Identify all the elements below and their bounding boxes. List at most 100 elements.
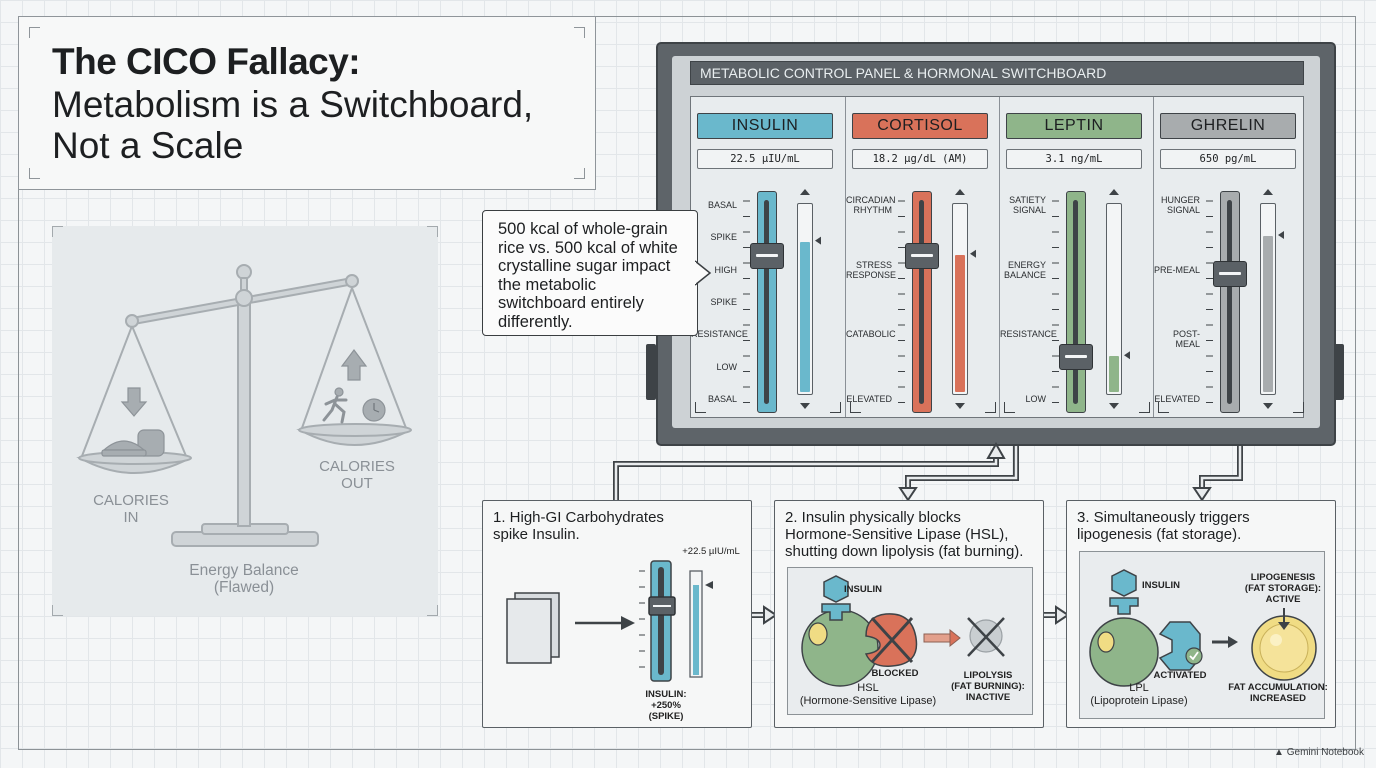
tick-label: SATIETY SIGNAL bbox=[1009, 195, 1046, 215]
step-1-heading: 1. High-GI Carbohydrates spike Insulin. bbox=[493, 509, 664, 543]
hormone-level-meter bbox=[797, 203, 813, 395]
meter-arrows-icon bbox=[1109, 189, 1130, 409]
adipocyte-cell-icon bbox=[1089, 617, 1159, 687]
hormone-level-meter bbox=[1106, 203, 1122, 395]
hormone-name: INSULIN bbox=[697, 113, 833, 139]
tick-label: SPIKE bbox=[710, 232, 737, 243]
hormone-slider-track[interactable] bbox=[1220, 191, 1240, 413]
hsl-label: HSL (Hormone-Sensitive Lipase) bbox=[799, 682, 937, 707]
corner-mark bbox=[574, 27, 585, 38]
corner-mark bbox=[427, 226, 438, 237]
check-icon bbox=[1185, 647, 1203, 665]
hormone-slider-knob[interactable] bbox=[1213, 261, 1247, 288]
watermark-text: Gemini Notebook bbox=[1286, 747, 1364, 758]
meter-arrows-icon bbox=[800, 189, 821, 409]
tick-label: BASAL bbox=[707, 394, 737, 404]
step-1-box: 1. High-GI Carbohydrates spike Insulin. … bbox=[482, 500, 752, 728]
hormone-slider-track[interactable] bbox=[1066, 191, 1086, 413]
insulin-spike-label: INSULIN: +250% (SPIKE) bbox=[645, 689, 687, 722]
title-line-3: Not a Scale bbox=[52, 125, 244, 166]
meter-fill bbox=[1263, 236, 1273, 392]
energy-balance-caption: Energy Balance (Flawed) bbox=[189, 562, 299, 596]
step-2-heading: 2. Insulin physically blocks Hormone-Sen… bbox=[785, 509, 1024, 560]
meter-arrows-icon bbox=[955, 189, 976, 409]
corner-mark bbox=[695, 402, 706, 413]
corner-mark bbox=[29, 27, 40, 38]
insulin-receptor-icon bbox=[1109, 597, 1139, 615]
page-frame bbox=[18, 16, 1356, 750]
hormone-slider-knob[interactable] bbox=[905, 243, 939, 269]
insulin-reading-label: +22.5 µIU/mL bbox=[682, 546, 740, 557]
carbohydrate-input-diagram bbox=[506, 560, 713, 682]
hormone-slider-track[interactable] bbox=[912, 191, 932, 413]
hormone-level-meter bbox=[952, 203, 968, 395]
panel-side-tab bbox=[646, 344, 656, 400]
title-card: The CICO Fallacy: Metabolism is a Switch… bbox=[18, 16, 596, 190]
tick-label: CATABOLIC bbox=[846, 329, 896, 340]
tick-label: ELEVATED bbox=[1154, 394, 1200, 404]
balance-scale-icon bbox=[76, 264, 412, 547]
tick-label: HUNGER SIGNAL bbox=[1160, 195, 1200, 215]
watermark: ▲ Gemini Notebook bbox=[1274, 747, 1364, 758]
tick-label: PRE-MEAL bbox=[1154, 264, 1201, 275]
lipogenesis-active-label: LIPOGENESIS (FAT STORAGE): ACTIVE bbox=[1244, 572, 1322, 605]
tick-label: ELEVATED bbox=[846, 394, 892, 404]
insulin-receptor-icon bbox=[821, 603, 851, 621]
control-panel-title: METABOLIC CONTROL PANEL & HORMONAL SWITC… bbox=[690, 61, 1304, 85]
tick-label: ENERGY BALANCE bbox=[1003, 259, 1046, 280]
callout-pointer-icon bbox=[695, 260, 712, 286]
meter-fill bbox=[800, 242, 810, 392]
metabolic-control-panel: METABOLIC CONTROL PANEL & HORMONAL SWITC… bbox=[656, 42, 1336, 446]
title-line-2: Metabolism is a Switchboard, bbox=[52, 84, 534, 125]
activated-label: ACTIVATED bbox=[1153, 670, 1207, 681]
lpl-label: LPL (Lipoprotein Lipase) bbox=[1090, 682, 1188, 707]
tick-label: RESISTANCE bbox=[691, 329, 748, 340]
hormone-slider-knob[interactable] bbox=[750, 243, 784, 269]
corner-mark bbox=[29, 168, 40, 179]
step-3-box: 3. Simultaneously triggers lipogenesis (… bbox=[1066, 500, 1336, 728]
hormone-name: LEPTIN bbox=[1006, 113, 1142, 139]
hormone-reading: 3.1 ng/mL bbox=[1006, 149, 1142, 169]
panel-side-tab bbox=[1334, 344, 1344, 400]
sugar-pack-icon bbox=[506, 598, 552, 664]
calories-out-label: CALORIES OUT bbox=[319, 458, 395, 492]
insulin-label: INSULIN bbox=[1142, 580, 1180, 591]
meter-fill bbox=[1109, 356, 1119, 392]
notebook-icon: ▲ bbox=[1274, 747, 1284, 758]
tick-label: RESISTANCE bbox=[1000, 329, 1057, 340]
corner-mark bbox=[985, 402, 996, 413]
corner-mark bbox=[574, 168, 585, 179]
tick-label: HIGH bbox=[714, 264, 738, 275]
corner-mark bbox=[850, 402, 861, 413]
insulin-label: INSULIN bbox=[844, 584, 882, 595]
insulin-molecule-icon bbox=[1111, 569, 1137, 597]
corner-mark bbox=[1293, 402, 1304, 413]
step-2-box: 2. Insulin physically blocks Hormone-Sen… bbox=[774, 500, 1044, 728]
lipogenesis-illustration bbox=[1089, 569, 1317, 687]
hsl-blocked-illustration bbox=[801, 575, 1005, 687]
hormone-reading: 18.2 µg/dL (AM) bbox=[852, 149, 988, 169]
corner-mark bbox=[1158, 402, 1169, 413]
meter-fill bbox=[955, 255, 965, 392]
step-3-heading: 3. Simultaneously triggers lipogenesis (… bbox=[1077, 509, 1250, 543]
tick-label: STRESS RESPONSE bbox=[846, 259, 897, 280]
calories-in-label: CALORIES IN bbox=[93, 492, 169, 526]
hsl-block-diagram: INSULIN BLOCKED HSL (Hormone-Sensitive L… bbox=[787, 567, 1033, 715]
hormone-reading: 22.5 µIU/mL bbox=[697, 149, 833, 169]
insulin-molecule-icon bbox=[823, 575, 849, 603]
lipolysis-inactive-label: LIPOLYSIS (FAT BURNING): INACTIVE bbox=[951, 670, 1025, 703]
hormone-slider-knob[interactable] bbox=[1059, 344, 1093, 371]
hormone-reading: 650 pg/mL bbox=[1160, 149, 1296, 169]
title-line-1: The CICO Fallacy: bbox=[52, 41, 361, 82]
slider-tick-marks bbox=[743, 200, 750, 403]
meter-arrows-icon bbox=[1263, 189, 1284, 409]
hormone-column-leptin: LEPTIN 3.1 ng/mL SATIETY SIGNAL ENERGY BALA… bbox=[999, 97, 1154, 417]
corner-mark bbox=[427, 605, 438, 616]
tick-label: LOW bbox=[716, 361, 737, 372]
hormone-slider-track[interactable] bbox=[757, 191, 777, 413]
slider-tick-marks bbox=[1052, 200, 1059, 403]
slider-tick-marks bbox=[898, 200, 905, 403]
